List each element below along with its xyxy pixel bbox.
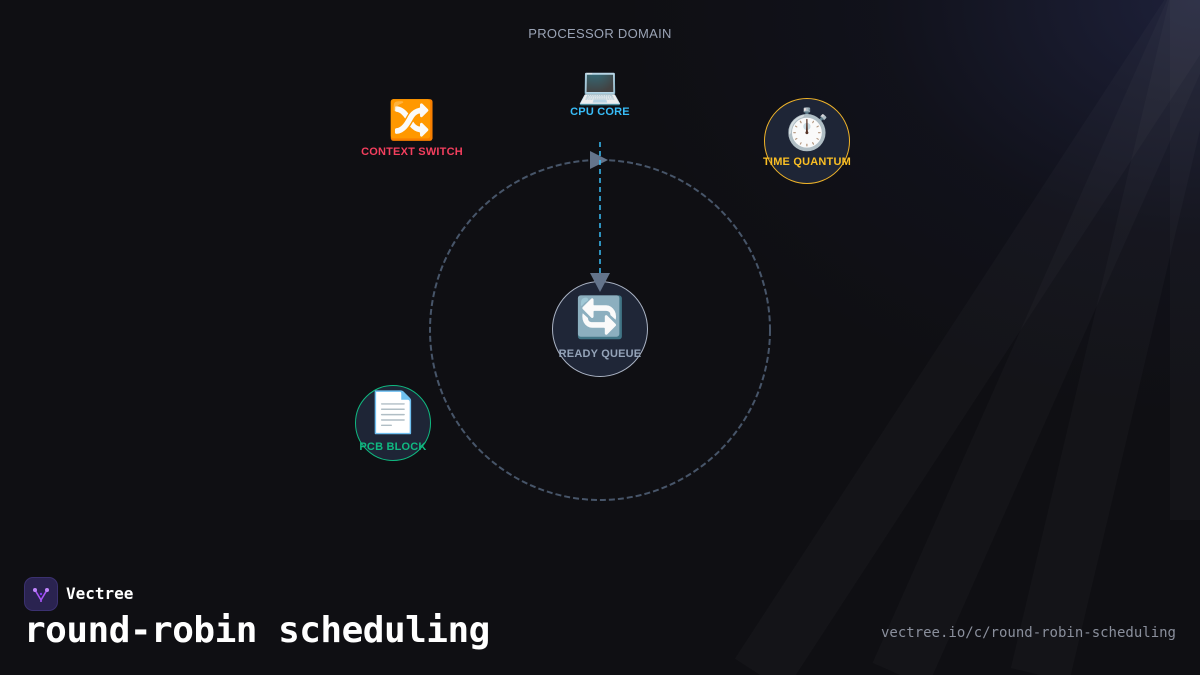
pcb-block-node[interactable]: 📄 PCB BLOCK [333, 393, 453, 453]
domain-label: PROCESSOR DOMAIN [528, 26, 672, 41]
cpu-core-label: CPU CORE [570, 106, 630, 118]
context-switch-label: CONTEXT SWITCH [361, 146, 463, 158]
shuffle-icon: 🔀 [388, 100, 436, 142]
brand-logo-icon[interactable] [24, 577, 58, 611]
page-icon: 📄 [368, 391, 418, 435]
stopwatch-icon: ⏱️ [782, 108, 832, 152]
ready-queue-ring [552, 281, 648, 377]
orbit-arrowhead [590, 151, 608, 169]
context-switch-node[interactable]: 🔀 CONTEXT SWITCH [340, 102, 484, 158]
tree-icon [33, 588, 49, 602]
orbit-circle [429, 159, 771, 501]
ready-queue-label: READY QUEUE [558, 348, 642, 360]
cycle-arrows-icon: 🔄 [575, 296, 625, 340]
pcb-block-label: PCB BLOCK [359, 441, 427, 453]
page-url[interactable]: vectree.io/c/round-robin-scheduling [880, 625, 1176, 641]
cpu-core-node[interactable]: 💻 CPU CORE [540, 65, 660, 119]
laptop-icon: 💻 [577, 65, 623, 106]
ready-queue-node[interactable]: 🔄 READY QUEUE [540, 298, 660, 360]
pcb-block-ring [355, 385, 431, 461]
brand-name[interactable]: Vectree [66, 584, 134, 603]
page-title: round-robin scheduling [24, 610, 490, 651]
queue-arrowhead [590, 273, 610, 292]
time-quantum-node[interactable]: ⏱️ TIME QUANTUM [737, 110, 877, 168]
time-quantum-label: TIME QUANTUM [763, 156, 851, 168]
time-quantum-ring [764, 98, 850, 184]
